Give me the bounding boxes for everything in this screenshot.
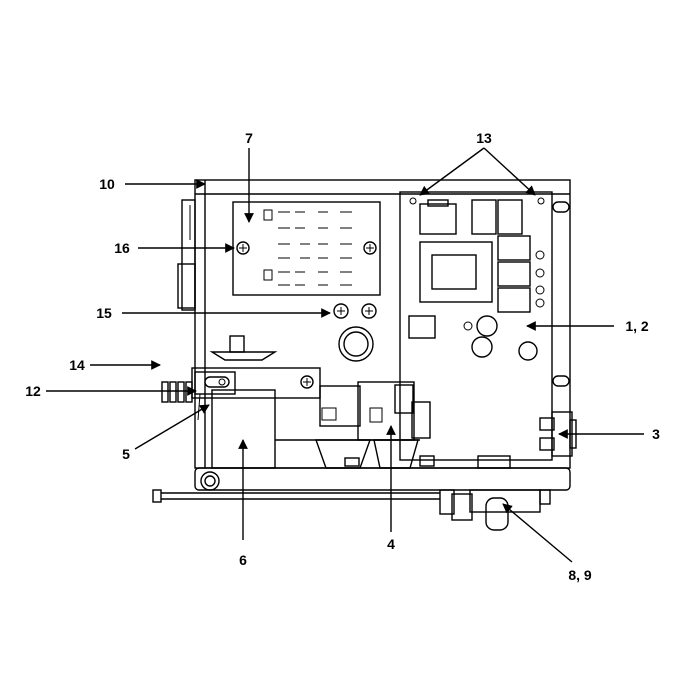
control-board (399, 191, 553, 461)
callout-4: 4 (387, 536, 395, 552)
callout-1-2: 1, 2 (625, 318, 649, 334)
callout-8-9: 8, 9 (568, 567, 592, 583)
label-plate (232, 201, 381, 296)
callout-16: 16 (114, 240, 130, 256)
callout-5: 5 (122, 446, 130, 462)
mounting-screws (333, 303, 377, 362)
callout-15: 15 (96, 305, 112, 321)
callout-10: 10 (99, 176, 115, 192)
igniter-bracket (161, 335, 321, 469)
callout-leaders (46, 147, 644, 563)
callout-7: 7 (245, 130, 253, 146)
gas-valve (275, 381, 435, 469)
plate-screw-left (236, 241, 250, 255)
plate-screw-right (363, 241, 377, 255)
callout-6: 6 (239, 552, 247, 568)
chassis-panel (177, 179, 571, 491)
callout-13: 13 (476, 130, 492, 146)
callout-14: 14 (69, 357, 85, 373)
burner-tube (152, 489, 551, 531)
callout-12: 12 (25, 383, 41, 399)
callout-3: 3 (652, 426, 660, 442)
